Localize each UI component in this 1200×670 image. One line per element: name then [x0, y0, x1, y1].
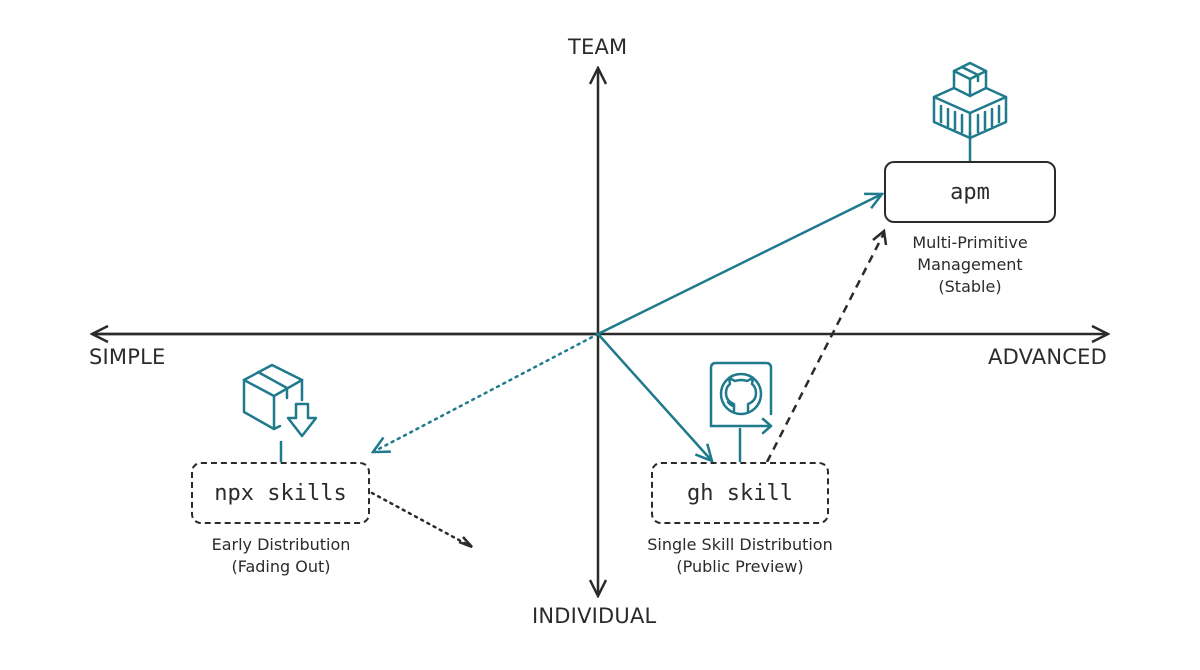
container-package-icon [932, 61, 1008, 140]
apm-label: apm [950, 179, 990, 205]
npx-skills-node[interactable]: npx skills [191, 462, 370, 524]
axis-label-advanced: ADVANCED [988, 345, 1107, 369]
npx-skills-label: npx skills [214, 480, 347, 506]
axis-label-individual: INDIVIDUAL [532, 604, 657, 628]
edge-npx-skills-fading [370, 491, 472, 548]
npx-skills-caption: Early Distribution (Fading Out) [212, 534, 351, 578]
edge-origin-to-npx-skills [373, 332, 600, 452]
gh-skill-node[interactable]: gh skill [651, 462, 829, 524]
apm-node[interactable]: apm [884, 161, 1056, 223]
apm-caption: Multi-Primitive Management (Stable) [912, 232, 1027, 298]
edge-npx-skills-fading-head [458, 536, 473, 549]
edge-origin-to-apm [597, 194, 882, 336]
apm-caption-line-3: (Stable) [938, 277, 1002, 296]
package-download-icon [242, 363, 318, 438]
apm-caption-line-2: Management [917, 255, 1023, 274]
github-repo-push-icon [709, 361, 773, 435]
axis-label-simple: SIMPLE [89, 345, 166, 369]
gh-caption-line-1: Single Skill Distribution [647, 535, 833, 554]
edge-gh-skill-to-apm [765, 232, 886, 463]
gh-skill-caption: Single Skill Distribution (Public Previe… [647, 534, 832, 578]
gh-caption-line-2: (Public Preview) [676, 557, 804, 576]
edge-gh-skill-to-apm-head [872, 228, 888, 246]
gh-skill-label: gh skill [687, 480, 793, 506]
npx-caption-line-2: (Fading Out) [231, 557, 331, 576]
edge-origin-to-gh-skill [597, 333, 712, 461]
npx-caption-line-1: Early Distribution [211, 535, 351, 554]
axis-label-team: TEAM [568, 35, 628, 59]
apm-caption-line-1: Multi-Primitive [912, 233, 1028, 252]
